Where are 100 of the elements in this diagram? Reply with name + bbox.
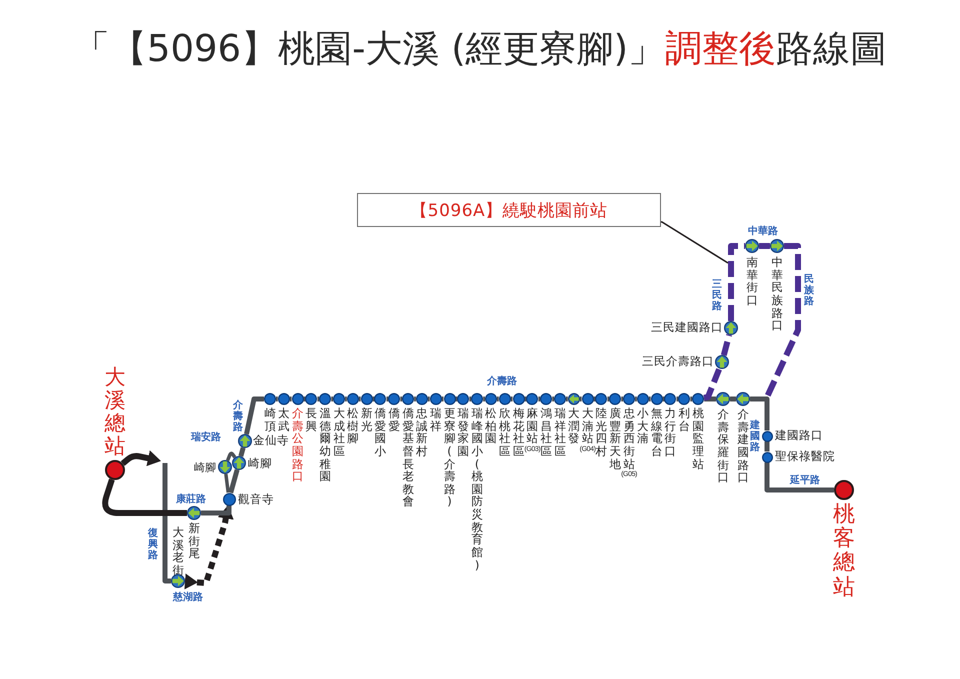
route-line: [764, 462, 834, 492]
stop-dot-icon: [650, 393, 663, 405]
road-name: 介壽路: [487, 376, 517, 388]
one-way-stop-icon: [187, 506, 201, 520]
road-name: 建國路: [750, 420, 760, 453]
stop-name: 松樹腳: [347, 407, 359, 445]
stop-dot-icon: [416, 393, 428, 405]
one-way-stop-icon: [770, 239, 784, 253]
stop-dot-icon: [278, 393, 290, 405]
stop-name: 小大湳: [637, 407, 649, 445]
stop-dot-icon: [554, 393, 566, 405]
route-line: [496, 396, 499, 402]
stop-name: 鴻昌社區: [540, 407, 552, 458]
route-line: [676, 396, 678, 402]
stop-dot-icon: [305, 393, 318, 405]
road-name: 民族路: [804, 274, 814, 307]
stop-name: 建國路口: [775, 429, 823, 443]
road-name: 中華路: [748, 226, 778, 238]
stop-name: 陸光四村: [596, 407, 608, 458]
stop-name: 三民建國路口: [651, 321, 723, 335]
stop-dot-icon: [512, 393, 525, 405]
detour-route-line: [703, 367, 722, 401]
stop-dot-icon: [582, 393, 594, 405]
one-way-stop-icon: [568, 393, 580, 405]
stop-name: 介壽公園路口: [292, 407, 304, 483]
stop-name: 大潤發: [568, 407, 580, 445]
stop-name: 松柏園: [485, 407, 497, 445]
stop-dot-icon: [457, 393, 470, 405]
route-line: [730, 396, 736, 402]
stop-dot-icon: [762, 430, 772, 442]
map-title: 「【5096】桃園-大溪 (經更寮腳)」調整後路線圖: [72, 26, 888, 72]
stop-dot-icon: [623, 393, 636, 405]
route-line: [276, 396, 278, 402]
stop-name: 介壽保羅街口: [717, 408, 729, 484]
stop-dot-icon: [402, 393, 414, 405]
road-name: 三民路: [712, 279, 722, 312]
stop-name: 利台: [678, 407, 690, 432]
route-line: [483, 396, 485, 402]
stop-name: 梅花社區: [512, 407, 524, 458]
leader-line: [660, 221, 728, 264]
stop-name: 瑞發家園: [458, 407, 470, 458]
detour-route-line: [720, 334, 732, 356]
one-way-stop-icon: [218, 460, 232, 474]
road-name: 介壽路: [233, 400, 243, 433]
route-line: [224, 474, 230, 493]
terminal-name: 桃客總站: [833, 503, 855, 600]
stop-name: 大湳站: [582, 407, 594, 445]
route-line: [764, 442, 770, 452]
stop-name: 瑞祥: [430, 407, 442, 432]
one-way-stop-icon: [171, 574, 185, 588]
stop-name: 忠誠新村: [416, 407, 428, 458]
terminal-dot-icon: [105, 460, 125, 480]
stop-name: 更寮腳(介壽路): [444, 407, 456, 508]
stop-dot-icon: [595, 393, 608, 405]
one-way-stop-icon: [736, 392, 750, 406]
route-line: [607, 396, 610, 402]
stop-name: 太武: [278, 407, 290, 432]
stop-dot-icon: [692, 393, 704, 405]
stop-dot-icon: [471, 393, 484, 405]
route-line: [345, 396, 347, 402]
stop-name: 觀音寺: [238, 493, 274, 507]
one-way-stop-icon: [238, 434, 252, 448]
route-line: [552, 396, 554, 402]
stop-name: 桃園監理站: [692, 407, 704, 470]
one-way-stop-icon: [716, 392, 730, 406]
stop-name: 南華街口: [746, 256, 758, 307]
stop-name: 崎頂: [264, 407, 276, 432]
stop-name: 新光: [360, 407, 372, 432]
stop-name: 無線電台: [650, 407, 662, 458]
stop-name: 崎腳: [248, 457, 272, 471]
road-name: 慈湖路: [173, 592, 203, 604]
stop-name: 瑞祥社區: [554, 407, 566, 458]
route-line: [102, 478, 187, 516]
stop-dot-icon: [222, 492, 236, 506]
detour-route-line: [764, 243, 801, 398]
route-line: [704, 396, 716, 402]
route-line: [750, 396, 770, 430]
stop-name: 大溪老街: [172, 526, 184, 577]
stop-dot-icon: [526, 393, 538, 405]
route-line: [228, 469, 240, 494]
stop-dot-icon: [374, 393, 386, 405]
stop-name: 聖保祿醫院: [775, 450, 835, 464]
stop-name: 僑愛國小: [374, 407, 386, 458]
stop-name: 介壽建國路口: [737, 408, 749, 484]
stop-name: 忠勇西街站: [623, 407, 635, 470]
stop-dot-icon: [264, 393, 276, 405]
route-line: [331, 396, 334, 402]
stop-dot-icon: [360, 393, 373, 405]
route-line: [386, 396, 388, 402]
stop-dot-icon: [664, 393, 676, 405]
stop-name: 金仙寺: [253, 434, 289, 448]
route-line: [162, 463, 171, 584]
one-way-stop-icon: [724, 321, 738, 335]
stop-name: 新街尾: [188, 522, 200, 560]
callout-box: [357, 193, 661, 227]
route-line: [442, 396, 444, 402]
route-arrow: [120, 452, 161, 466]
stop-name: 溫德爾幼稚園: [319, 407, 331, 483]
detour-route-line: [728, 243, 745, 321]
stop-name: 瑞峰國小(桃園防災教育館): [471, 407, 483, 572]
